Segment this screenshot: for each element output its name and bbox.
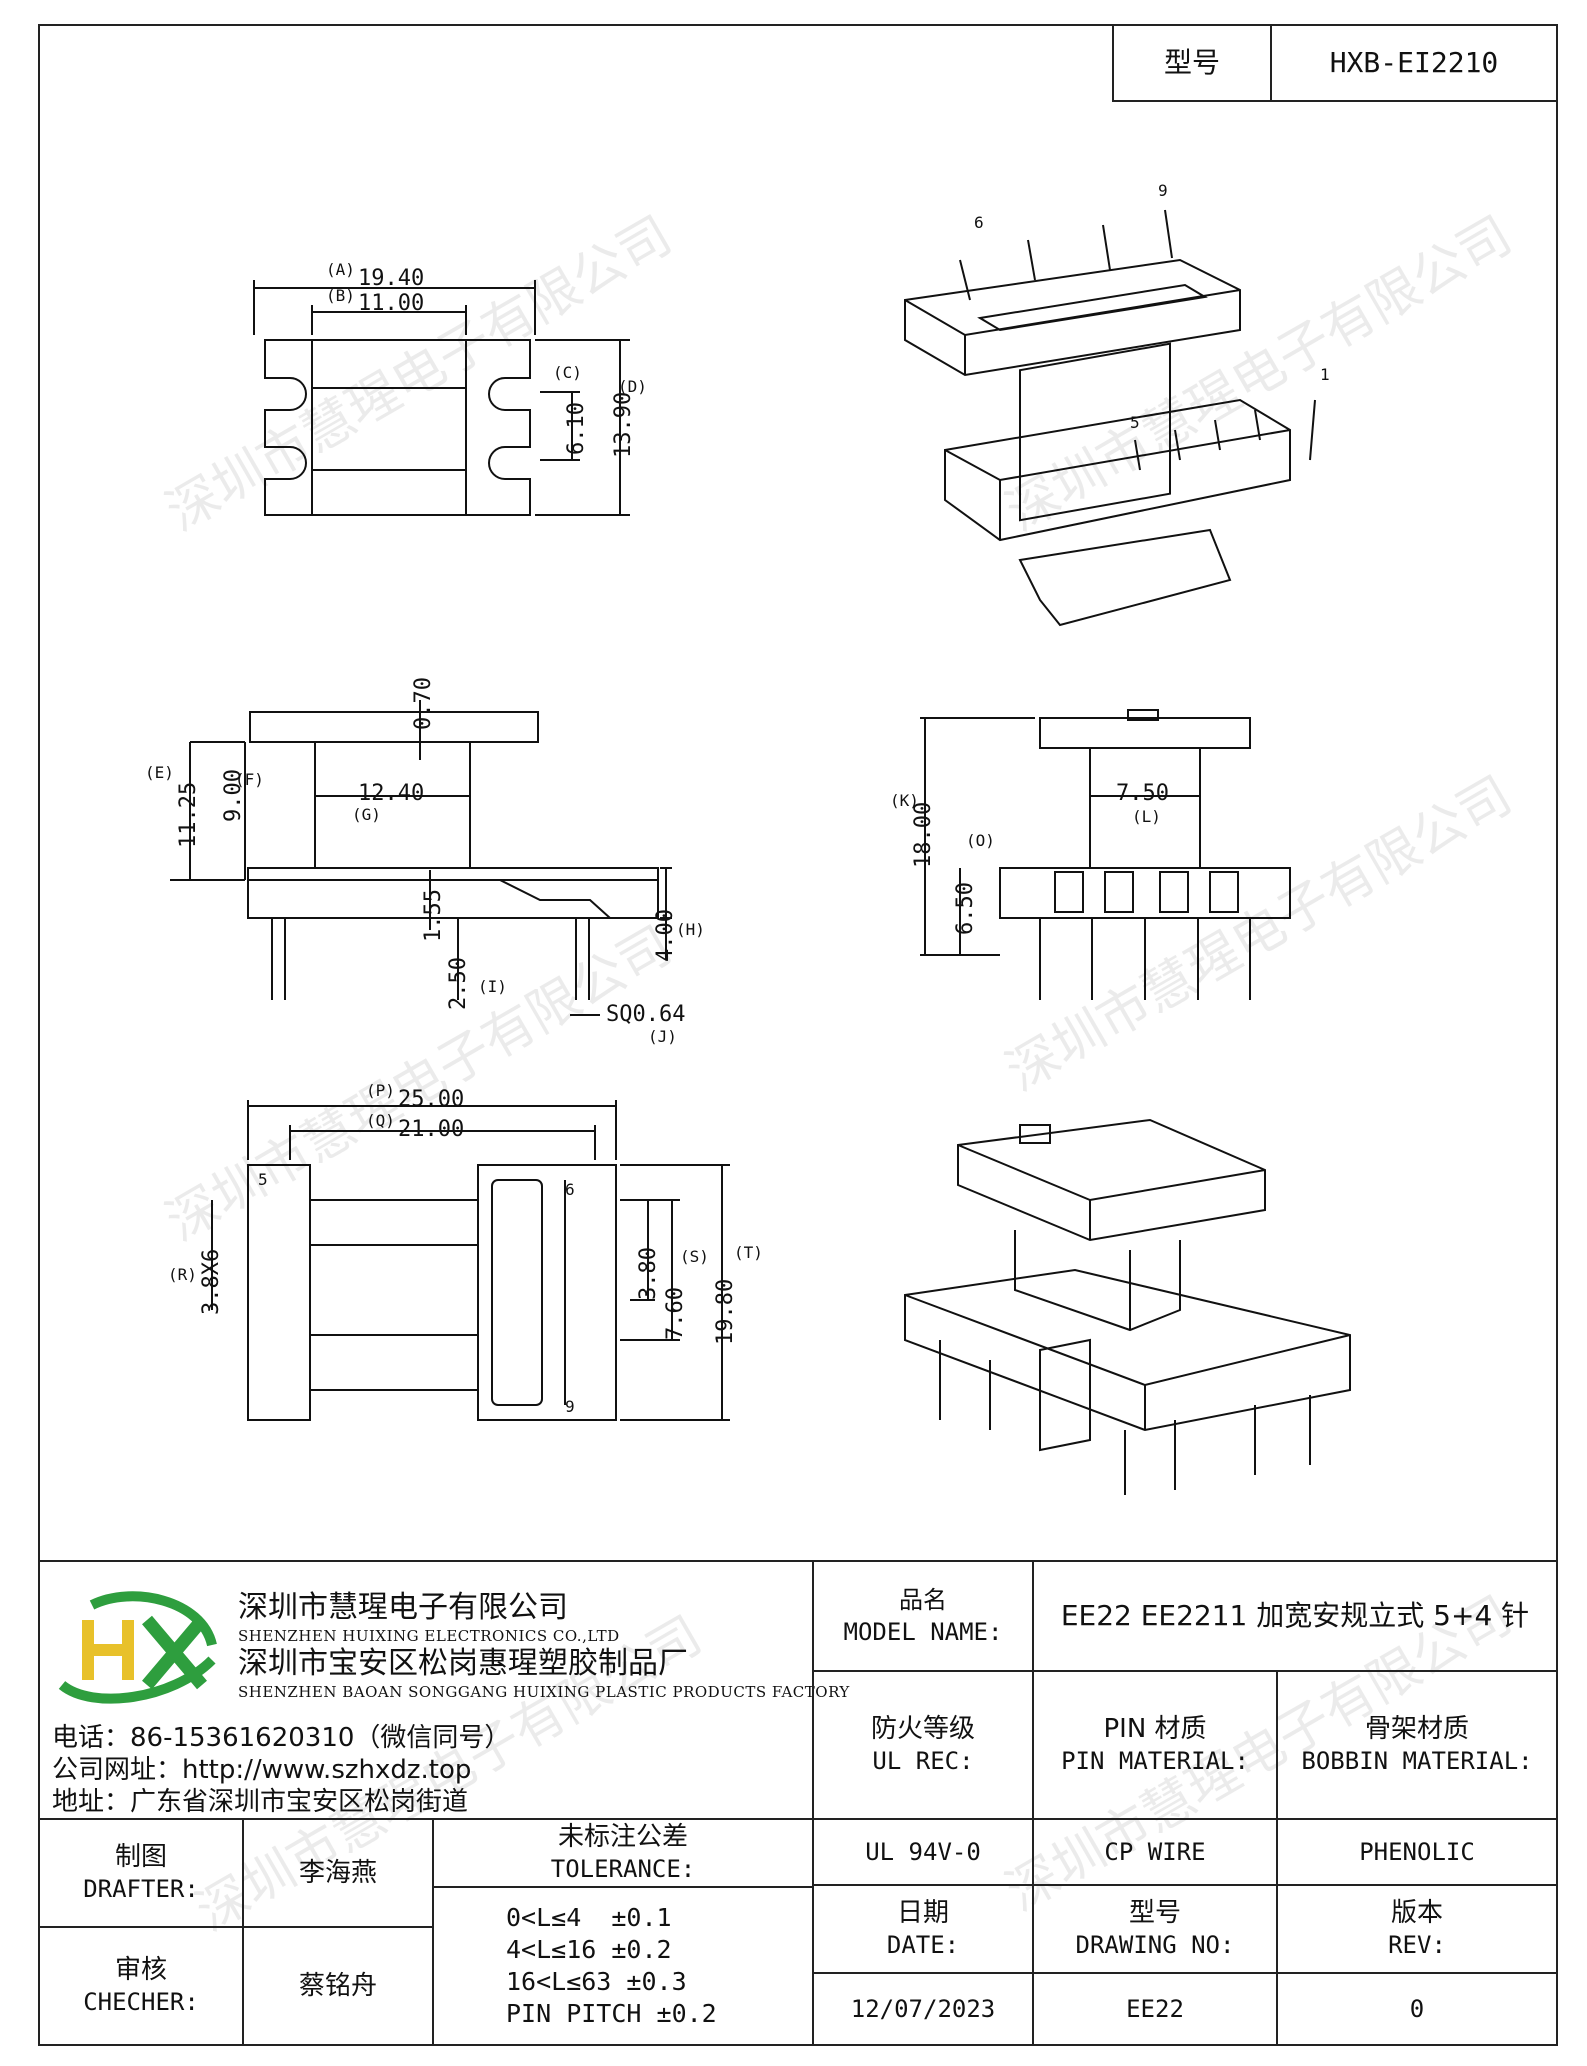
bobbin-material-label: 骨架材质 BOBBIN MATERIAL: [1276,1670,1558,1820]
dim-value-s: 7.60 [663,1287,688,1340]
dim-value-g: 12.40 [358,781,424,806]
side-view [170,700,672,1016]
tolerance-row: 0<L≤4 ±0.1 [506,1903,672,1932]
dim-label-q: (Q) [366,1111,395,1130]
dim-value-d: 13.90 [611,392,636,458]
pin-material-label: PIN 材质 PIN MATERIAL: [1032,1670,1278,1820]
bottom-view [211,1100,730,1421]
dim-label-t: (T) [734,1243,763,1262]
checker-label: 审核 CHECHER: [38,1926,244,2046]
model-name-label: 品名 MODEL NAME: [812,1560,1034,1672]
front-view [920,709,1291,1000]
title-block-top-line [38,1560,1558,1562]
company-address: 地址：广东省深圳市宝安区松岗街道 [52,1787,469,1817]
dim-label-r: (R) [168,1265,197,1284]
dim-label-i: (I) [478,977,507,996]
top-view [253,280,630,516]
company-names: 深圳市慧瑆电子有限公司 SHENZHEN HUIXING ELECTRONICS… [238,1590,850,1702]
dim-value-f: 9.00 [221,769,246,822]
tolerance-values: 0<L≤4 ±0.1 4<L≤16 ±0.2 16<L≤63 ±0.3 PIN … [432,1886,814,2046]
company-name-2-cn: 深圳市宝安区松岗惠瑆塑胶制品厂 [238,1646,688,1681]
dim-value-b: 11.00 [358,291,424,316]
pin-number-9-bottom: 9 [565,1397,575,1416]
dim-label-f: (F) [235,770,264,789]
dim-label-o: (O) [966,831,995,850]
dim-value-c: 6.10 [564,402,589,455]
dim-value-k: 18.00 [911,802,936,868]
company-name-1-en: SHENZHEN HUIXING ELECTRONICS CO.,LTD [238,1627,620,1645]
tolerance-row: 16<L≤63 ±0.3 [506,1967,687,1996]
dim-value-i: 2.50 [446,957,471,1010]
tolerance-row: 4<L≤16 ±0.2 [506,1935,672,1964]
pin-number-5-bottom: 5 [258,1170,268,1189]
dim-value-e: 11.25 [176,782,201,848]
fire-rating-label: 防火等级 UL REC: [812,1670,1034,1820]
company-website: 公司网址：http://www.szhxdz.top [52,1755,472,1785]
dim-value-p: 25.00 [398,1087,464,1112]
dim-value-l: 7.50 [1116,781,1169,806]
dim-value-t: 19.80 [713,1279,738,1345]
date-value: 12/07/2023 [812,1972,1034,2046]
pin-number-5: 5 [1130,413,1140,432]
pin-number-6: 6 [974,213,984,232]
date-label: 日期 DATE: [812,1884,1034,1974]
checker-name: 蔡铭舟 [242,1926,434,2046]
dim-label-p: (P) [366,1081,395,1100]
dim-value-j: SQ0.64 [606,1002,685,1027]
bobbin-material-value: PHENOLIC [1276,1818,1558,1886]
technical-drawing: (A) 19.40 (B) 11.00 (C) 6.10 (D) 13.90 6… [145,181,1351,1495]
company-logo [52,1590,222,1710]
dim-value-top: 0.70 [411,677,436,730]
company-name-2-en: SHENZHEN BAOAN SONGGANG HUIXING PLASTIC … [238,1683,850,1701]
dim-label-e: (E) [145,763,174,782]
dim-value-mid: 1.55 [421,889,446,942]
company-phone: 电话：86-15361620310（微信同号） [52,1723,511,1753]
dim-label-b: (B) [326,286,355,305]
header-model-value: HXB-EI2210 [1270,24,1558,102]
drawing-no-label: 型号 DRAWING NO: [1032,1884,1278,1974]
drafter-label: 制图 DRAFTER: [38,1818,244,1928]
dim-value-o: 6.50 [953,882,978,935]
dim-label-l: (L) [1132,807,1161,826]
dim-value-r: 3.8X6 [199,1249,224,1315]
dim-value-s-inner: 3.80 [636,1247,661,1300]
isometric-view-bottom [904,1118,1351,1495]
isometric-view-top [904,209,1316,627]
revision-label: 版本 REV: [1276,1884,1558,1974]
dim-label-d: (D) [618,377,647,396]
tolerance-label: 未标注公差 TOLERANCE: [432,1818,814,1888]
dim-value-a: 19.40 [358,266,424,291]
drafter-name: 李海燕 [242,1818,434,1928]
dim-value-h: 4.00 [653,909,678,962]
dim-label-c: (C) [553,363,582,382]
pin-number-6-bottom: 6 [565,1180,575,1199]
fire-rating-value: UL 94V-0 [812,1818,1034,1886]
dim-label-a: (A) [326,260,355,279]
revision-value: 0 [1276,1972,1558,2046]
dim-label-j: (J) [648,1027,677,1046]
tolerance-row: PIN PITCH ±0.2 [506,1999,717,2028]
company-contact: 电话：86-15361620310（微信同号） 公司网址：http://www.… [52,1722,510,1818]
dim-label-g: (G) [352,805,381,824]
dim-value-q: 21.00 [398,1117,464,1142]
company-name-1-cn: 深圳市慧瑆电子有限公司 [238,1590,568,1625]
pin-number-1: 1 [1320,365,1330,384]
divider [38,1818,814,1820]
dim-label-s: (S) [680,1247,709,1266]
drawing-no-value: EE22 [1032,1972,1278,2046]
dim-label-k: (K) [890,791,919,810]
model-name-value: EE22 EE2211 加宽安规立式 5+4 针 [1032,1560,1558,1672]
dim-label-h: (H) [676,920,705,939]
pin-material-value: CP WIRE [1032,1818,1278,1886]
pin-number-9: 9 [1158,181,1168,200]
